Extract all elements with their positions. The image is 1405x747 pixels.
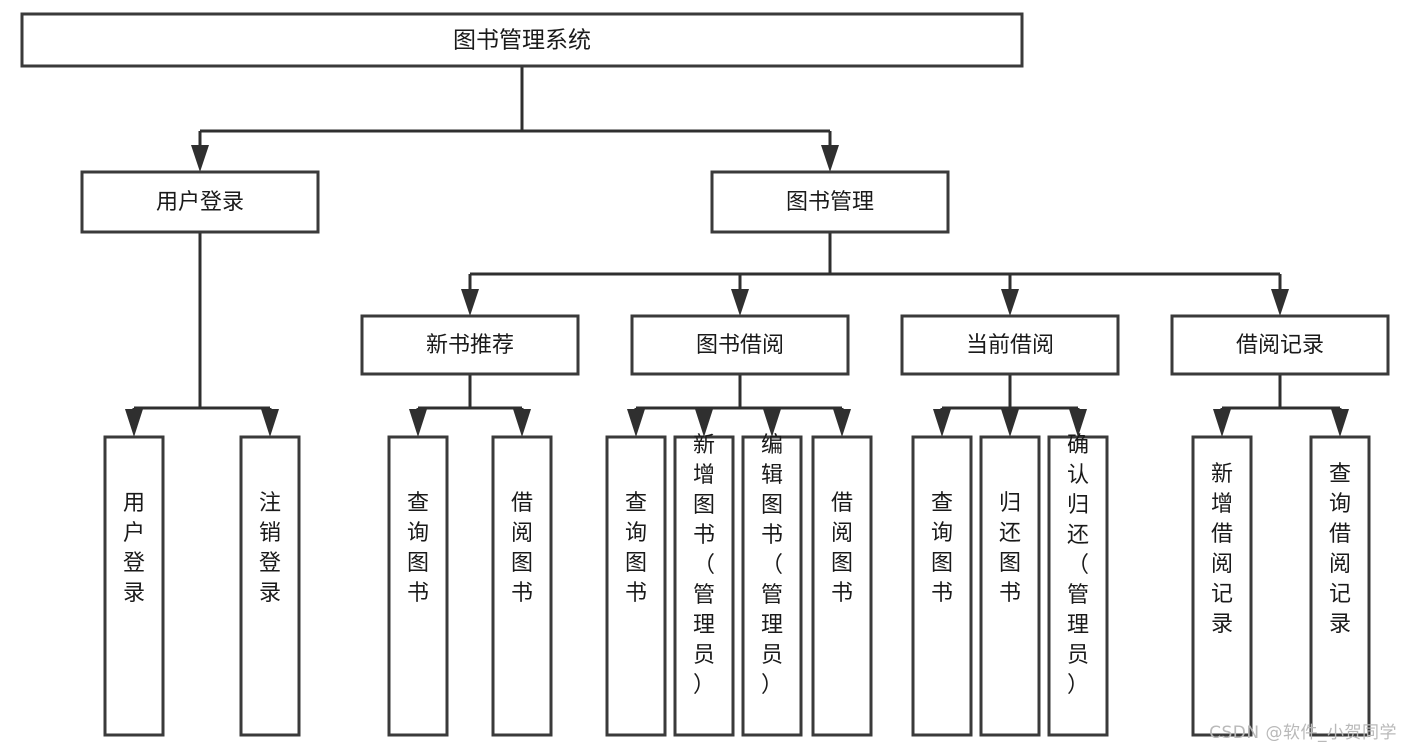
- node-new-book-recommend-label: 新书推荐: [426, 333, 514, 358]
- leaf-box[interactable]: [1191, 435, 1253, 737]
- leaf-new-book-borrow-book[interactable]: 借阅图书: [491, 435, 553, 737]
- leaf-label-vertical: 新增图书（管理员）: [693, 433, 715, 698]
- arrow-head-book-borrow-leaf-4: [833, 409, 851, 437]
- arrow-head-new-book: [461, 289, 479, 316]
- leaf-box[interactable]: [1047, 435, 1109, 737]
- leaf-label-vertical: 用户登录: [123, 491, 145, 606]
- arrow-head-book-borrow-leaf-1: [627, 409, 645, 437]
- leaf-book-borrow-borrow-book[interactable]: 借阅图书: [811, 435, 873, 737]
- arrow-head-current-borrow-leaf-2: [1001, 409, 1019, 437]
- node-book-manage-label: 图书管理: [786, 190, 874, 215]
- arrow-head-user-login: [191, 145, 209, 172]
- node-book-manage-box[interactable]: [710, 170, 950, 234]
- leaf-label-vertical: 编辑图书（管理员）: [761, 433, 783, 698]
- leaf-user-login-user-login[interactable]: 用户登录: [103, 435, 165, 737]
- node-book-manage[interactable]: 图书管理: [710, 170, 950, 234]
- leaf-box[interactable]: [491, 435, 553, 737]
- node-root-system-label: 图书管理系统: [453, 28, 591, 54]
- leaf-book-borrow-add-book-admin[interactable]: 新增图书（管理员）: [673, 433, 735, 737]
- csdn-watermark: CSDN @软件_小贺同学: [1209, 723, 1397, 743]
- node-borrow-record[interactable]: 借阅记录: [1170, 314, 1390, 376]
- arrow-head-book-borrow-leaf-3: [763, 409, 781, 437]
- connector-layer: [125, 66, 1349, 437]
- leaf-box[interactable]: [979, 435, 1041, 737]
- leaf-box[interactable]: [741, 435, 803, 737]
- arrow-head-book-borrow-leaf-2: [695, 409, 713, 437]
- leaf-label-vertical: 借阅图书: [511, 491, 533, 606]
- arrow-head-book-borrow: [731, 289, 749, 316]
- node-borrow-record-box[interactable]: [1170, 314, 1390, 376]
- node-user-login-label: 用户登录: [156, 190, 244, 215]
- node-book-borrow[interactable]: 图书借阅: [630, 314, 850, 376]
- leaf-current-borrow-confirm-return-admin[interactable]: 确认归还（管理员）: [1047, 433, 1109, 737]
- node-user-login-box[interactable]: [80, 170, 320, 234]
- leaf-box[interactable]: [103, 435, 165, 737]
- arrow-head-current-borrow: [1001, 289, 1019, 316]
- arrow-head-current-borrow-leaf-1: [933, 409, 951, 437]
- arrow-head-borrow-record-leaf-1: [1213, 409, 1231, 437]
- leaf-layer: 用户登录 注销登录 查询图书 借阅图书 查询图书 新增图书: [103, 433, 1371, 737]
- arrow-head-book-manage: [821, 145, 839, 172]
- leaf-label-vertical: 借阅图书: [831, 491, 853, 606]
- leaf-label-vertical: 归还图书: [999, 491, 1021, 606]
- node-book-borrow-box[interactable]: [630, 314, 850, 376]
- arrow-head-user-login-leaf-2: [261, 409, 279, 437]
- leaf-label-vertical: 查询图书: [407, 491, 429, 606]
- node-user-login[interactable]: 用户登录: [80, 170, 320, 234]
- arrow-head-borrow-record: [1271, 289, 1289, 316]
- node-book-borrow-label: 图书借阅: [696, 333, 784, 358]
- leaf-current-borrow-return-book[interactable]: 归还图书: [979, 435, 1041, 737]
- leaf-box[interactable]: [811, 435, 873, 737]
- node-new-book-recommend[interactable]: 新书推荐: [360, 314, 580, 376]
- leaf-book-borrow-query-book[interactable]: 查询图书: [605, 435, 667, 737]
- leaf-label-vertical: 查询图书: [625, 491, 647, 606]
- leaf-box[interactable]: [911, 435, 973, 737]
- leaf-box[interactable]: [1309, 435, 1371, 737]
- arrow-head-current-borrow-leaf-3: [1069, 409, 1087, 437]
- leaf-label-vertical: 注销登录: [259, 491, 281, 606]
- leaf-box[interactable]: [387, 435, 449, 737]
- leaf-label-vertical: 查询图书: [931, 491, 953, 606]
- arrow-head-new-book-leaf-1: [409, 409, 427, 437]
- leaf-current-borrow-query-book[interactable]: 查询图书: [911, 435, 973, 737]
- node-current-borrow-box[interactable]: [900, 314, 1120, 376]
- node-root-system-box[interactable]: [20, 12, 1024, 68]
- arrow-head-user-login-leaf-1: [125, 409, 143, 437]
- leaf-box[interactable]: [605, 435, 667, 737]
- leaf-borrow-record-add-record[interactable]: 新增借阅记录: [1191, 435, 1253, 737]
- node-new-book-recommend-box[interactable]: [360, 314, 580, 376]
- arrow-head-borrow-record-leaf-2: [1331, 409, 1349, 437]
- leaf-label-vertical: 查询借阅记录: [1329, 462, 1351, 637]
- arrow-head-new-book-leaf-2: [513, 409, 531, 437]
- leaf-label-vertical: 新增借阅记录: [1211, 462, 1233, 637]
- node-current-borrow[interactable]: 当前借阅: [900, 314, 1120, 376]
- leaf-borrow-record-query-record[interactable]: 查询借阅记录: [1309, 435, 1371, 737]
- node-current-borrow-label: 当前借阅: [966, 333, 1054, 358]
- node-borrow-record-label: 借阅记录: [1236, 333, 1324, 358]
- leaf-label-vertical: 确认归还（管理员）: [1067, 433, 1089, 698]
- leaf-box[interactable]: [239, 435, 301, 737]
- leaf-user-login-logout[interactable]: 注销登录: [239, 435, 301, 737]
- leaf-new-book-query-book[interactable]: 查询图书: [387, 435, 449, 737]
- node-root-system[interactable]: 图书管理系统: [20, 12, 1024, 68]
- leaf-box[interactable]: [673, 435, 735, 737]
- leaf-book-borrow-edit-book-admin[interactable]: 编辑图书（管理员）: [741, 433, 803, 737]
